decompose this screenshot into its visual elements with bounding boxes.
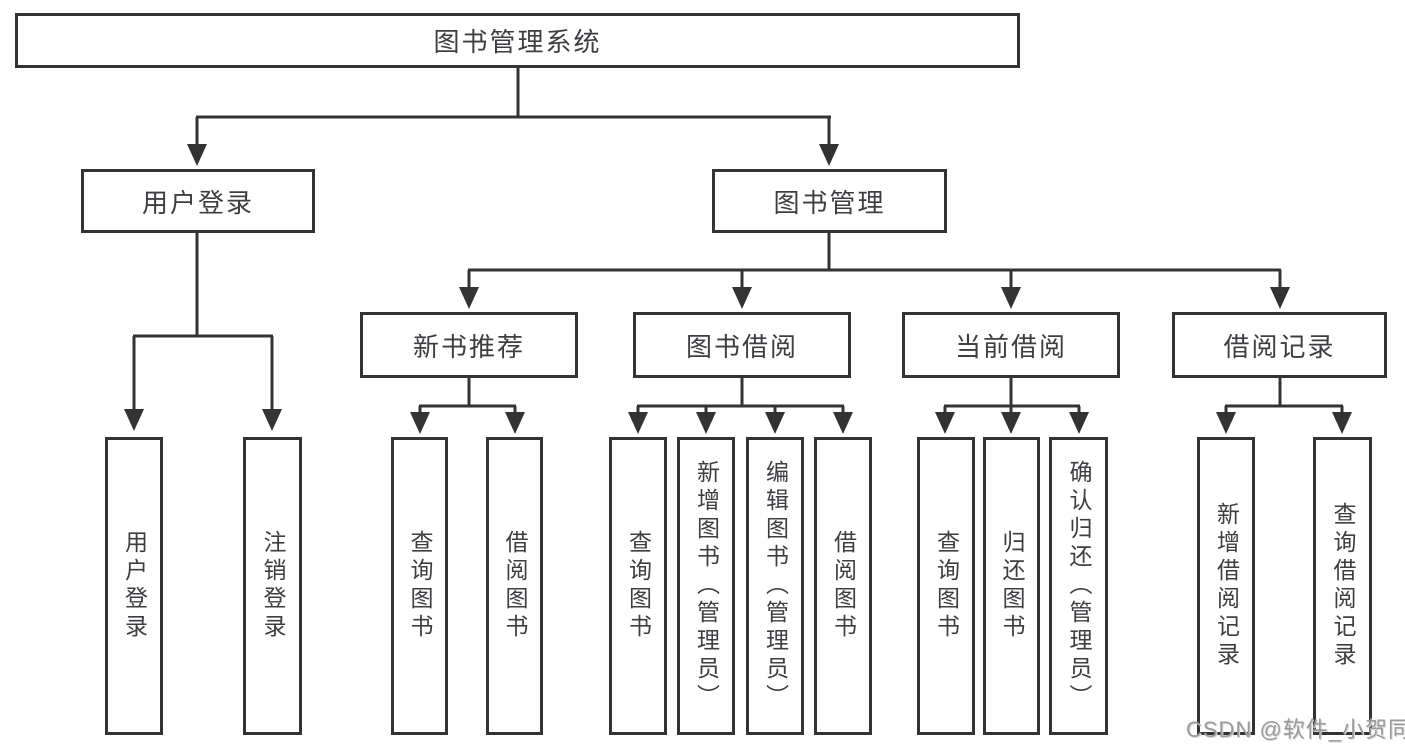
node-book-borrowing: 图书借阅 [633,312,851,378]
node-label: 当前借阅 [954,331,1067,362]
arrowhead-down-icon [124,409,282,431]
node-borrowing-records: 借阅记录 [1172,312,1387,378]
leaf-bb-edit-book-admin: 编辑图书（管理员） [746,437,804,735]
node-label: 新增图书（管理员） [693,460,720,712]
leaf-logout: 注销登录 [243,437,302,735]
leaf-cb-confirm-return-admin: 确认归还（管理员） [1049,437,1108,735]
node-label: 图书管理系统 [433,27,602,57]
node-current-borrowing: 当前借阅 [902,312,1120,378]
node-label: 查询图书 [933,530,960,642]
leaf-bb-borrow-book: 借阅图书 [814,437,872,735]
arrowhead-down-icon [1216,412,1352,434]
node-book-management: 图书管理 [712,169,947,233]
connector-borrowing-records-split [1216,376,1352,434]
node-new-book-recommend: 新书推荐 [360,312,578,378]
connector-line [195,66,831,150]
node-label: 编辑图书（管理员） [762,460,789,712]
node-label: 新书推荐 [412,331,525,362]
connector-current-borrowing-split [935,376,1089,434]
csdn-watermark: CSDN @软件_小贺同学 [1186,717,1405,742]
node-label: 归还图书 [999,530,1025,642]
node-label: 查询借阅记录 [1330,502,1356,670]
node-root: 图书管理系统 [15,13,1020,68]
connector-line [636,376,845,418]
leaf-br-query-record: 查询借阅记录 [1313,437,1372,735]
arrowhead-down-icon [628,412,853,434]
connector-line [418,376,517,418]
node-label: 用户登录 [121,530,148,642]
node-label: 查询图书 [407,530,433,642]
node-label: 借阅图书 [502,530,528,642]
leaf-br-add-record: 新增借阅记录 [1197,437,1255,735]
connector-new-book-recommend-split [410,376,525,434]
node-label: 图书管理 [773,187,886,218]
connector-line [1224,376,1344,418]
node-label: 新增借阅记录 [1213,502,1240,670]
node-label: 注销登录 [260,530,286,642]
connector-root-split [187,66,839,166]
connector-line [467,231,1282,295]
leaf-nbr-query-book: 查询图书 [391,437,448,735]
arrowhead-down-icon [935,412,1089,434]
node-label: 查询图书 [625,530,652,642]
arrowhead-down-icon [187,144,839,166]
node-label: 借阅记录 [1223,331,1336,362]
connector-book-management-split [459,231,1290,309]
leaf-user-login: 用户登录 [105,437,163,735]
connector-line [943,376,1081,418]
connector-user-login-split [124,231,282,431]
leaf-cb-return-book: 归还图书 [983,437,1040,735]
arrowhead-down-icon [459,287,1290,309]
node-label: 确认归还（管理员） [1066,460,1092,712]
node-label: 借阅图书 [830,530,857,642]
leaf-bb-query-book: 查询图书 [609,437,667,735]
leaf-bb-add-book-admin: 新增图书（管理员） [677,437,735,735]
node-label: 用户登录 [141,187,254,218]
leaf-cb-query-book: 查询图书 [917,437,975,735]
connector-line [132,231,274,415]
node-user-login: 用户登录 [81,169,315,233]
node-label: 图书借阅 [685,331,798,362]
leaf-nbr-borrow-book: 借阅图书 [486,437,543,735]
connector-book-borrowing-split [628,376,853,434]
arrowhead-down-icon [410,412,525,434]
